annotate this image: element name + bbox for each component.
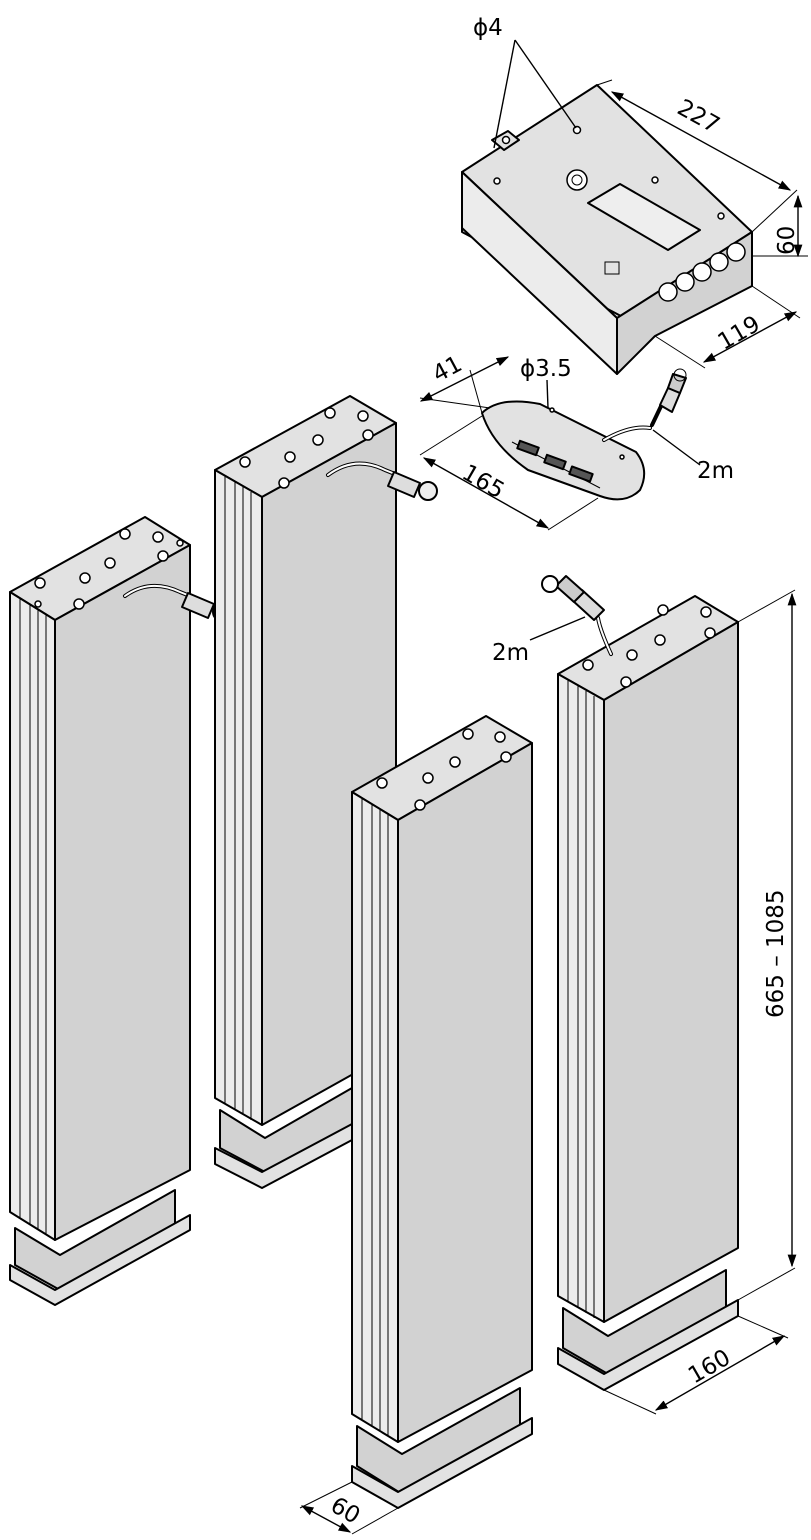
- dim-handset-hole: ϕ3.5: [520, 356, 572, 382]
- dim-handset-length: 165: [458, 460, 509, 504]
- column-left: [9, 516, 232, 1306]
- dim-box-width: 119: [714, 311, 765, 355]
- column-dimension-lines: [299, 589, 797, 1535]
- center-socket: [566, 169, 588, 191]
- dim-box-length: 227: [673, 95, 724, 139]
- dim-handset-width: 41: [428, 351, 466, 388]
- mount-hole-4: [651, 176, 659, 184]
- dim-column-height: 665 – 1085: [763, 889, 789, 1018]
- handset-dimension-lines: [419, 356, 701, 531]
- dim-column-depth: 60: [326, 1492, 364, 1529]
- dim-column-width: 160: [684, 1345, 735, 1389]
- handset: [481, 368, 687, 501]
- box-dimension-lines: [493, 39, 808, 369]
- column-front: [351, 715, 533, 1509]
- dim-hole-diameter-box: ϕ4: [473, 15, 503, 41]
- mount-hole-2: [572, 125, 582, 135]
- mount-hole-1: [501, 135, 511, 145]
- mount-hole-3: [493, 177, 501, 185]
- dim-box-height: 60: [774, 226, 800, 255]
- box-sockets: [658, 242, 746, 302]
- mount-hole-5: [717, 212, 725, 220]
- column-right: [541, 575, 739, 1391]
- dim-box-cable: 2m: [492, 640, 529, 666]
- dim-handset-cable: 2m: [697, 458, 734, 484]
- handset-plug: [650, 368, 687, 427]
- control-box: [461, 84, 753, 375]
